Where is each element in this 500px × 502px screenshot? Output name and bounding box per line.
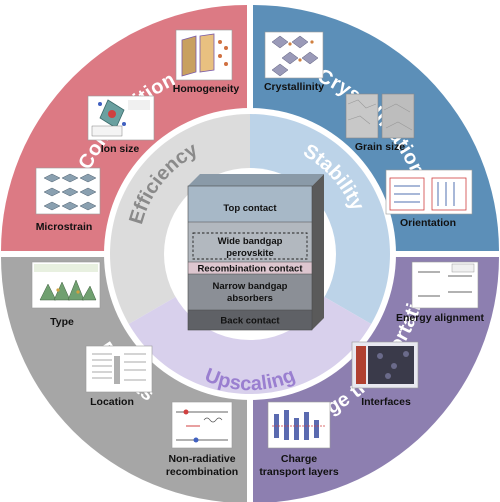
recombination-contact-label: Recombination contact	[197, 264, 303, 275]
ion-size-label: Ion size	[101, 143, 140, 155]
interfaces-image	[351, 341, 419, 389]
orientation-image	[385, 169, 473, 215]
interfaces-label: Interfaces	[361, 396, 411, 408]
type-image	[31, 261, 101, 309]
energy-alignment-image	[411, 261, 479, 309]
energy-alignment-label: Energy alignment	[396, 312, 485, 324]
charge-transport-label-line1: Charge	[281, 453, 317, 465]
grain-size-image	[345, 93, 415, 139]
ion-size-image	[87, 95, 155, 141]
type-label: Type	[50, 316, 74, 328]
non-radiative-image	[171, 401, 233, 449]
charge-transport-layers-image	[267, 401, 331, 449]
narrow-bandgap-label-line2: absorbers	[227, 293, 273, 304]
narrow-bandgap-label-line1: Narrow bandgap	[213, 281, 288, 292]
homogeneity-label: Homogeneity	[173, 83, 240, 95]
location-image	[85, 345, 153, 393]
top-contact-label: Top contact	[223, 203, 277, 214]
crystallinity-label: Crystallinity	[264, 81, 324, 93]
wide-bandgap-dashed-box	[192, 232, 308, 260]
grain-size-label: Grain size	[355, 141, 405, 153]
wide-bandgap-label-line2: perovskite	[226, 248, 274, 259]
microstrain-label: Microstrain	[36, 221, 93, 233]
non-radiative-label-line2: recombination	[166, 466, 238, 478]
charge-transport-label-line2: transport layers	[259, 466, 339, 478]
wide-bandgap-label-line1: Wide bandgap	[218, 236, 283, 247]
location-label: Location	[90, 396, 134, 408]
crystallinity-image	[264, 31, 324, 79]
orientation-label: Orientation	[400, 217, 456, 229]
non-radiative-label-line1: Non-radiative	[168, 453, 235, 465]
homogeneity-image	[175, 29, 233, 81]
microstrain-image	[35, 167, 101, 215]
back-contact-label: Back contact	[220, 316, 280, 327]
device-stack	[187, 174, 324, 331]
